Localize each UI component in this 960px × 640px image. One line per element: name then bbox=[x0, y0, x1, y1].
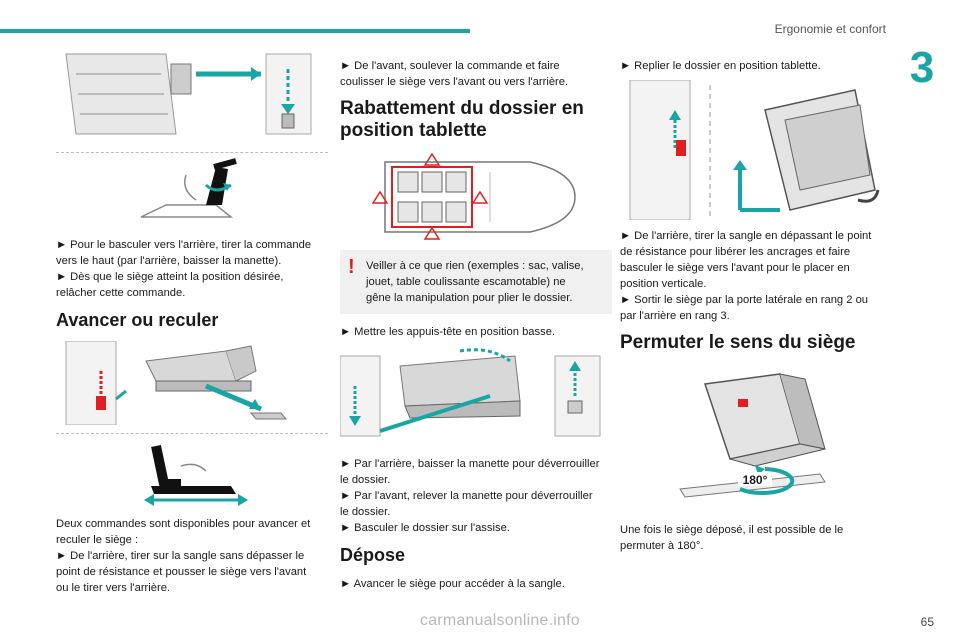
text-line: le dossier. bbox=[340, 506, 391, 518]
section-heading-permuter: Permuter le sens du siège bbox=[620, 332, 856, 353]
divider bbox=[56, 433, 328, 434]
column-3: ► Replier le dossier en position tablett… bbox=[620, 44, 892, 560]
fold-backrest-illustration bbox=[340, 346, 612, 442]
page-number: 65 bbox=[920, 615, 934, 629]
text-line: point de résistance et pousser le siège … bbox=[56, 566, 307, 578]
remove-seat-instructions: ► De l'arrière, tirer la sangle en dépas… bbox=[620, 228, 892, 324]
fold-tablette-instruction: ► Replier le dossier en position tablett… bbox=[620, 60, 821, 72]
warning-text: Veiller à ce que rien (exemples : sac, v… bbox=[366, 258, 602, 306]
text-line: vers le haut (par l'arrière, baisser la … bbox=[56, 255, 282, 267]
column-2: ► De l'avant, soulever la commande et fa… bbox=[340, 44, 612, 598]
slide-instructions: Deux commandes sont disponibles pour ava… bbox=[56, 516, 328, 596]
seat-recline-illustration bbox=[56, 44, 328, 144]
divider bbox=[56, 152, 328, 153]
text-line: de résistance pour libérer les ancrages … bbox=[620, 246, 851, 258]
fold-backrest-drawing bbox=[340, 348, 601, 437]
seat-layout-diagram bbox=[371, 152, 576, 240]
warning-box: ! Veiller à ce que rien (exemples : sac,… bbox=[340, 250, 612, 314]
headrest-instruction: ► Mettre les appuis-tête en position bas… bbox=[340, 326, 556, 338]
slide-front-instructions: ► De l'avant, soulever la commande et fa… bbox=[340, 58, 612, 90]
warning-icon: ! bbox=[348, 256, 355, 278]
rotate-seat-illustration: 180° bbox=[620, 364, 892, 514]
text-line: ► Par l'arrière, baisser la manette pour… bbox=[340, 458, 600, 470]
recline-pictogram bbox=[140, 158, 237, 218]
text-line: par l'arrière en rang 3. bbox=[620, 310, 730, 322]
rotate-seat-drawing: 180° bbox=[679, 373, 826, 498]
text-line: reculer le siège : bbox=[56, 534, 139, 546]
text-line: jouet, table coulissante escamotable) ne bbox=[366, 276, 566, 288]
page-header-title: Ergonomie et confort bbox=[774, 22, 886, 36]
text-line: ► De l'arrière, tirer la sangle en dépas… bbox=[620, 230, 872, 242]
tilt-seat-illustration bbox=[620, 80, 892, 220]
text-line: Deux commandes sont disponibles pour ava… bbox=[56, 518, 311, 530]
text-line: ► Sortir le siège par la porte latérale … bbox=[620, 294, 869, 306]
seat-slide-drawing bbox=[65, 341, 288, 425]
angle-label: 180° bbox=[743, 473, 768, 487]
section-heading-avancer: Avancer ou reculer bbox=[56, 310, 219, 330]
column-1: ► Pour le basculer vers l'arrière, tirer… bbox=[56, 44, 328, 602]
text-line: ► De l'avant, soulever la commande et fa… bbox=[340, 60, 560, 72]
depose-instruction: ► Avancer le siège pour accéder à la san… bbox=[340, 578, 565, 590]
section-heading-depose: Dépose bbox=[340, 545, 406, 565]
seat-recline-pictogram bbox=[56, 155, 328, 229]
seat-slide-pictogram bbox=[56, 436, 328, 508]
heading-line: Rabattement du dossier en bbox=[340, 98, 584, 119]
text-line: ► Pour le basculer vers l'arrière, tirer… bbox=[56, 239, 312, 251]
header-accent-bar bbox=[0, 29, 470, 33]
section-heading-rabattement: Rabattement du dossier en position table… bbox=[340, 98, 612, 142]
text-line: ► Dès que le siège atteint la position d… bbox=[56, 271, 284, 283]
text-line: Veiller à ce que rien (exemples : sac, v… bbox=[366, 260, 584, 272]
text-line: gêne la manipulation pour plier le dossi… bbox=[366, 292, 573, 304]
rotate-seat-text: Une fois le siège déposé, il est possibl… bbox=[620, 522, 892, 554]
text-line: ► Basculer le dossier sur l'assise. bbox=[340, 522, 510, 534]
text-line: relâcher cette commande. bbox=[56, 287, 186, 299]
text-line: ► De l'arrière, tirer sur la sangle sans… bbox=[56, 550, 305, 562]
seat-slide-illustration bbox=[56, 341, 328, 425]
slide-pictogram bbox=[144, 444, 248, 506]
recline-instructions: ► Pour le basculer vers l'arrière, tirer… bbox=[56, 237, 328, 301]
watermark: carmanualsonline.info bbox=[420, 612, 580, 629]
unlock-backrest-instructions: ► Par l'arrière, baisser la manette pour… bbox=[340, 456, 612, 536]
chapter-number: 3 bbox=[909, 43, 935, 92]
text-line: ou le tirer vers l'arrière. bbox=[56, 582, 171, 594]
heading-line: position tablette bbox=[340, 120, 487, 141]
text-line: basculer le siège vers l'avant pour le p… bbox=[620, 262, 850, 274]
tilt-seat-drawing bbox=[629, 80, 880, 220]
text-line: ► Par l'avant, relever la manette pour d… bbox=[340, 490, 593, 502]
seat-lever-drawing bbox=[56, 44, 328, 144]
vehicle-seat-layout bbox=[340, 152, 612, 242]
text-line: coulisser le siège vers l'avant ou vers … bbox=[340, 76, 569, 88]
text-line: Une fois le siège déposé, il est possibl… bbox=[620, 524, 844, 536]
text-line: le dossier. bbox=[340, 474, 391, 486]
text-line: position verticale. bbox=[620, 278, 707, 290]
text-line: permuter à 180°. bbox=[620, 540, 704, 552]
